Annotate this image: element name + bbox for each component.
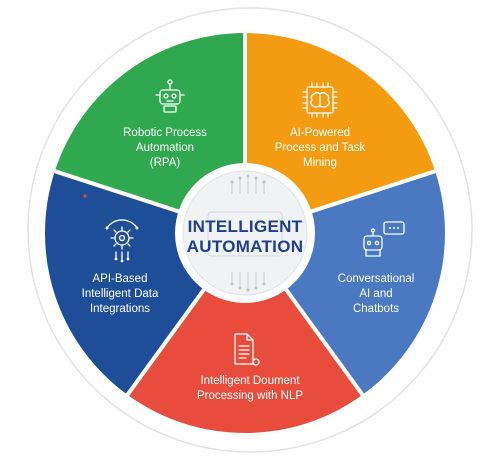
label-rpa-line3: (RPA)	[150, 157, 181, 169]
label-mining-line2: Process and Task	[275, 142, 366, 154]
segment-nlp	[127, 233, 363, 433]
label-mining-line1: AI-Powered	[290, 127, 350, 139]
gear-network-icon	[105, 219, 139, 263]
robot-icon	[155, 79, 185, 113]
brain-chip-icon	[302, 82, 338, 118]
label-mining: AI-Powered Process and Task Mining	[275, 127, 366, 169]
center-title-line2: AUTOMATION	[187, 237, 304, 256]
label-api: API-Based Intelligent Data Integrations	[82, 273, 159, 315]
center-hub	[182, 170, 308, 296]
document-icon	[234, 333, 260, 366]
label-api-line1: API-Based	[93, 273, 148, 285]
label-chatbots: Conversational AI and Chatbots	[338, 273, 415, 315]
label-rpa-line1: Robotic Process	[123, 127, 207, 139]
label-rpa-line2: Automation	[136, 142, 194, 154]
label-nlp-line2: Processing with NLP	[197, 390, 303, 402]
label-nlp-line1: Intelligent Doument	[200, 375, 300, 387]
label-api-line2: Intelligent Data	[82, 288, 159, 300]
circuit-decoration	[188, 174, 304, 292]
chatbot-icon	[363, 221, 405, 257]
label-nlp: Intelligent Doument Processing with NLP	[197, 375, 303, 402]
label-chatbots-line3: Chatbots	[353, 303, 399, 315]
label-mining-line3: Mining	[303, 157, 337, 169]
decorative-dot	[83, 194, 87, 198]
label-rpa: Robotic Process Automation (RPA)	[123, 127, 207, 169]
center-title-line1: INTELLIGENT	[188, 217, 303, 236]
label-api-line3: Integrations	[90, 303, 150, 315]
label-chatbots-line2: AI and	[359, 288, 392, 300]
label-chatbots-line1: Conversational	[338, 273, 415, 285]
